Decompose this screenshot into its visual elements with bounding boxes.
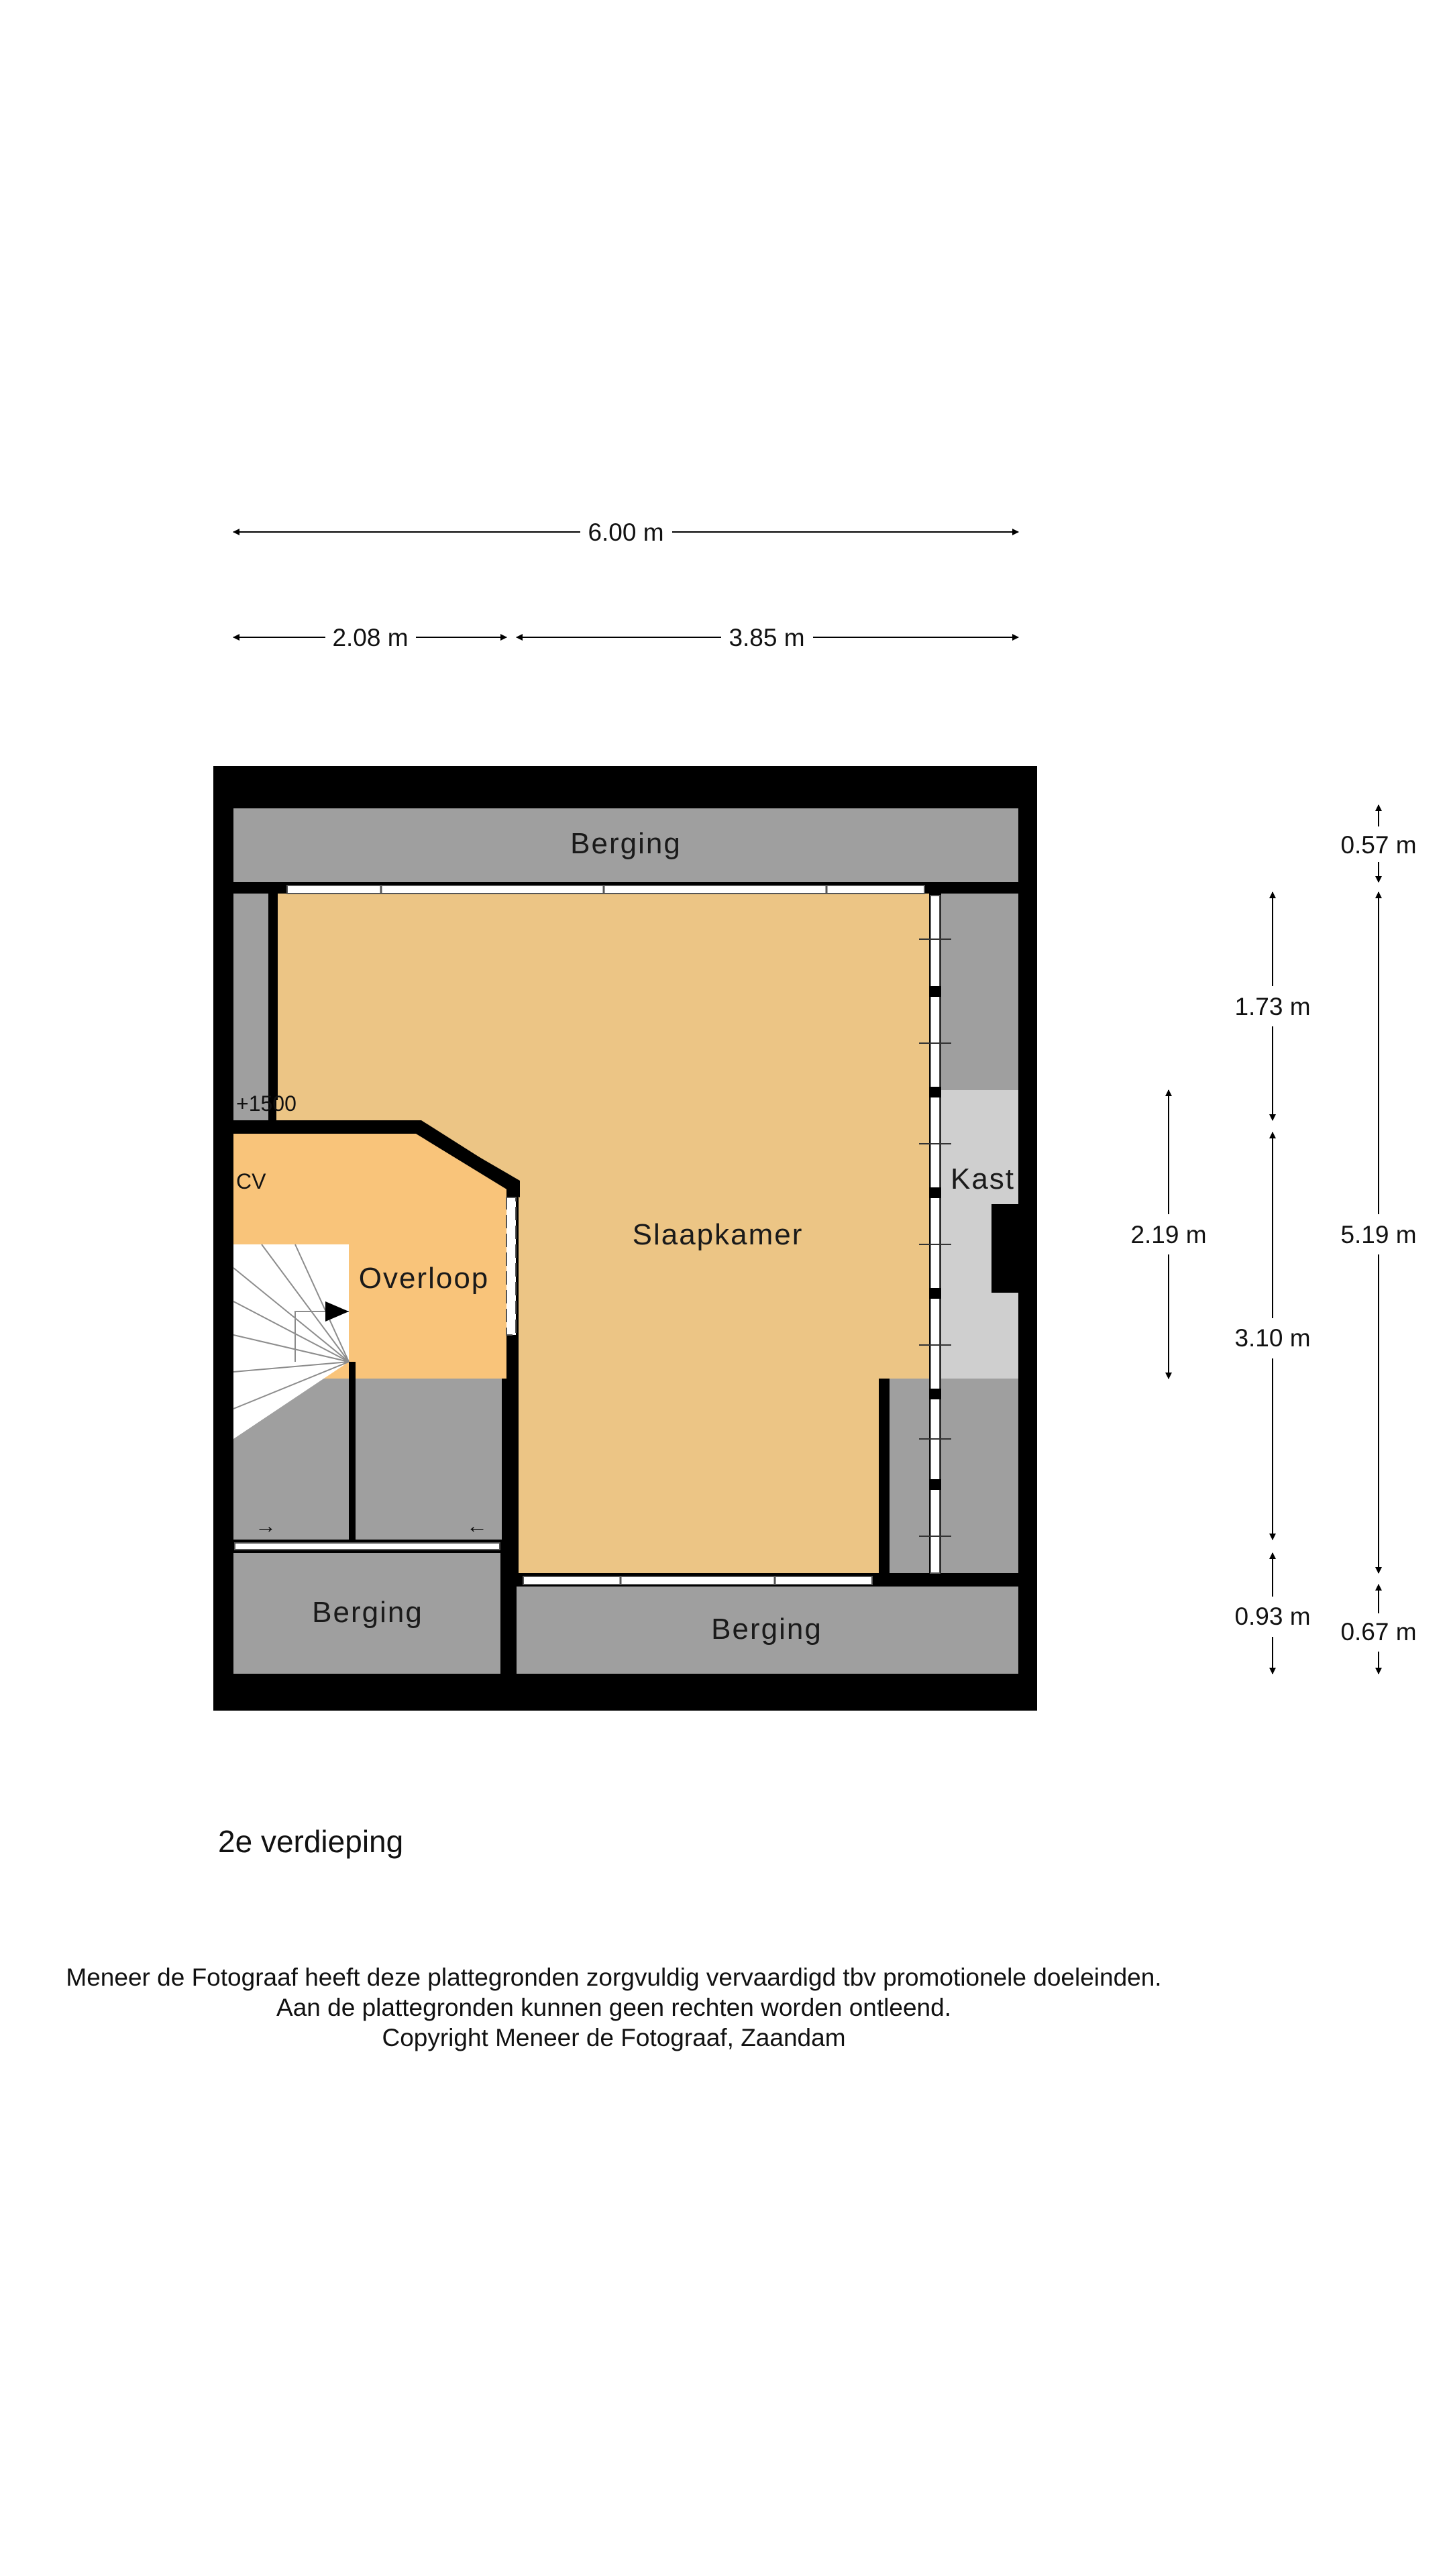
right-storage-upper	[939, 892, 1018, 1090]
dim-width-left-label: 2.08 m	[332, 624, 408, 651]
label-berging-bottom-right: Berging	[711, 1613, 822, 1646]
dim-height-total-label: 5.19 m	[1340, 1221, 1416, 1248]
dimension-width-right: 3.85 m	[516, 624, 1019, 651]
dim-height-bottom-segment-label: 0.93 m	[1234, 1603, 1310, 1630]
label-overloop: Overloop	[359, 1262, 490, 1295]
dimension-height-total: 5.19 m	[1340, 892, 1417, 1574]
dimension-height-middle-segment: 3.10 m	[1234, 1132, 1311, 1540]
dim-total-width-label: 6.00 m	[588, 519, 663, 546]
dim-height-total-top-label: 0.57 m	[1340, 831, 1416, 859]
windows	[234, 885, 925, 1585]
dim-height-kast-label: 2.19 m	[1130, 1221, 1206, 1248]
footer-line-1: Meneer de Fotograaf heeft deze plattegro…	[66, 1964, 1162, 1991]
label-berging-top: Berging	[570, 827, 682, 860]
label-level-marker: +1500	[236, 1091, 297, 1116]
dimension-height-bottom-segment: 0.93 m	[1234, 1552, 1311, 1674]
label-berging-bottom-left: Berging	[312, 1596, 423, 1629]
label-kast: Kast	[951, 1163, 1015, 1195]
dim-height-middle-segment-label: 3.10 m	[1234, 1324, 1310, 1352]
floor-title: 2e verdieping	[218, 1824, 404, 1859]
berging-bottom-right	[517, 1587, 1018, 1674]
slide-arrow-right: ←	[466, 1513, 488, 1538]
label-cv: CV	[236, 1169, 266, 1193]
berging-bottom-left	[233, 1553, 500, 1674]
dimension-total-width: 6.00 m	[233, 519, 1019, 546]
right-storage-lower	[889, 1379, 1018, 1574]
footer-line-3: Copyright Meneer de Fotograaf, Zaandam	[382, 2024, 846, 2051]
dimension-height-total-bottom: 0.67 m	[1340, 1584, 1417, 1674]
dimension-height-top-segment: 1.73 m	[1234, 892, 1311, 1121]
staircase	[233, 1244, 350, 1439]
berging-top	[233, 808, 1018, 882]
dim-height-top-segment-label: 1.73 m	[1234, 993, 1310, 1020]
dimension-width-left: 2.08 m	[233, 624, 507, 651]
dim-height-total-bottom-label: 0.67 m	[1340, 1618, 1416, 1646]
slide-arrow-left: →	[255, 1513, 276, 1538]
wardrobe-wall	[919, 895, 951, 1574]
slaapkamer-room	[276, 894, 929, 1573]
dim-width-right-label: 3.85 m	[729, 624, 804, 651]
label-slaapkamer: Slaapkamer	[633, 1218, 804, 1251]
dimension-height-total-top: 0.57 m	[1340, 804, 1417, 883]
left-storage-strip	[233, 892, 268, 1120]
footer-disclaimer: Meneer de Fotograaf heeft deze plattegro…	[0, 1962, 1228, 2053]
dimension-height-kast: 2.19 m	[1130, 1089, 1207, 1379]
footer-line-2: Aan de plattegronden kunnen geen rechten…	[276, 1994, 951, 2021]
